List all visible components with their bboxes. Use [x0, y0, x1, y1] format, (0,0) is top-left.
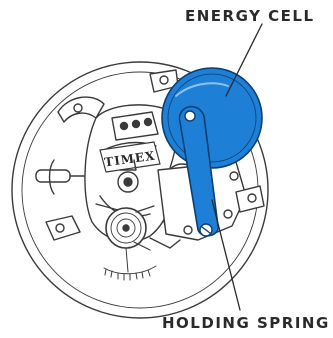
energy-cell — [162, 68, 262, 168]
energy-cell-label: ENERGY CELL — [185, 7, 315, 25]
holding-spring-label: HOLDING SPRING — [162, 314, 330, 332]
regulator-scale — [104, 248, 156, 280]
mounting-bracket-left — [46, 216, 80, 240]
